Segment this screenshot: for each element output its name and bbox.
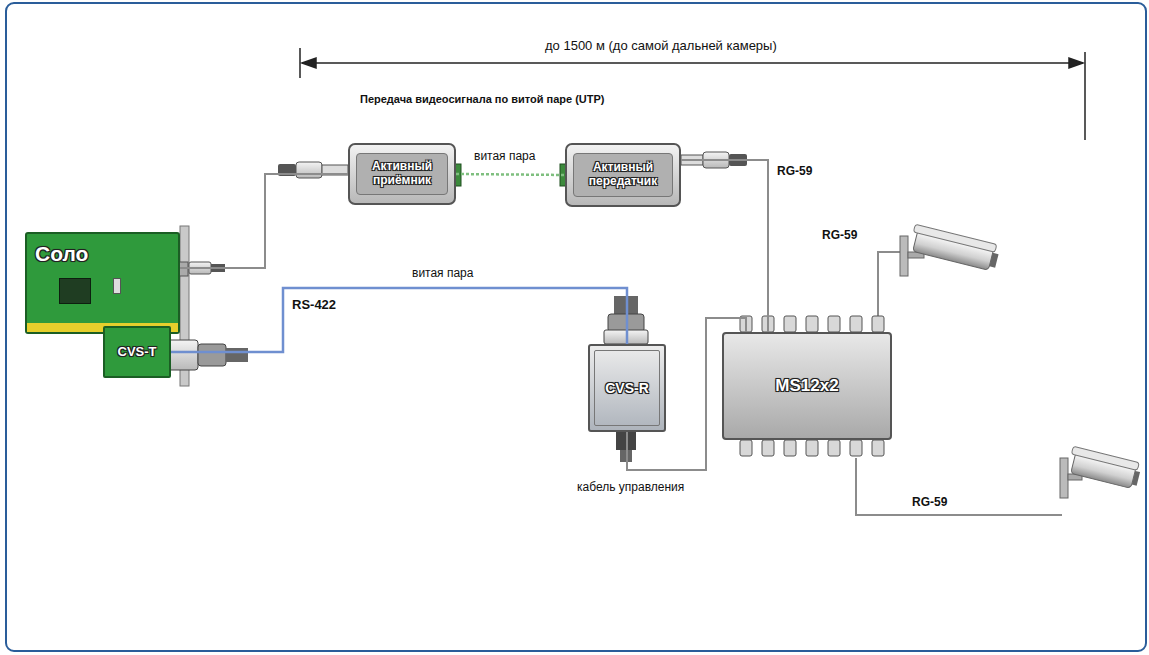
camera	[1060, 446, 1142, 498]
bnc-jack	[806, 440, 818, 456]
node-title: Соло	[35, 242, 88, 266]
receiver-module: CVS-R	[588, 344, 666, 432]
node-title: Активный передатчик	[575, 161, 671, 189]
cable	[171, 288, 627, 352]
cable-label: кабель управления	[575, 480, 686, 494]
cable	[180, 174, 348, 268]
camera	[900, 224, 1001, 276]
node-title: Активный приёмник	[358, 160, 446, 188]
cable-type: RG-59	[822, 228, 857, 242]
receiver-box: Активный приёмник	[348, 143, 456, 205]
node-title: CVS-T	[118, 345, 157, 360]
node-title: CVS-R	[605, 380, 649, 396]
node-title: MS12x2	[775, 376, 838, 396]
dimension-label: до 1500 м (до самой дальней камеры)	[545, 38, 777, 53]
dimension-line	[300, 48, 1085, 140]
bnc-jack	[872, 316, 884, 332]
cable	[456, 174, 565, 175]
transmitter-box: Активный передатчик	[565, 143, 681, 207]
signal-name: RS-422	[292, 297, 336, 312]
bnc-jack	[850, 440, 862, 456]
capture-card: Соло	[25, 232, 180, 334]
bnc-jack	[850, 316, 862, 332]
cable-type: RG-59	[912, 495, 947, 509]
bnc-jack	[784, 440, 796, 456]
bnc-plug	[278, 162, 348, 178]
bnc-jack	[762, 440, 774, 456]
cable-label: RG-59	[775, 164, 814, 178]
bnc-jack	[740, 440, 752, 456]
bnc-jack	[828, 440, 840, 456]
cable-label: витая пара	[472, 149, 537, 163]
cable-label: витая пара	[410, 266, 475, 280]
bnc-jack	[784, 316, 796, 332]
cable	[681, 160, 768, 332]
converter-board: CVS-T	[103, 326, 171, 378]
frame	[6, 3, 1146, 651]
chip	[59, 278, 91, 304]
heading-note: Передача видеосигнала по витой паре (UTP…	[360, 93, 605, 105]
component	[113, 278, 121, 294]
video-switch: MS12x2	[722, 332, 892, 440]
bnc-jack	[806, 316, 818, 332]
bnc-jack	[872, 440, 884, 456]
bnc-jack	[828, 316, 840, 332]
db9-connector	[168, 340, 248, 370]
